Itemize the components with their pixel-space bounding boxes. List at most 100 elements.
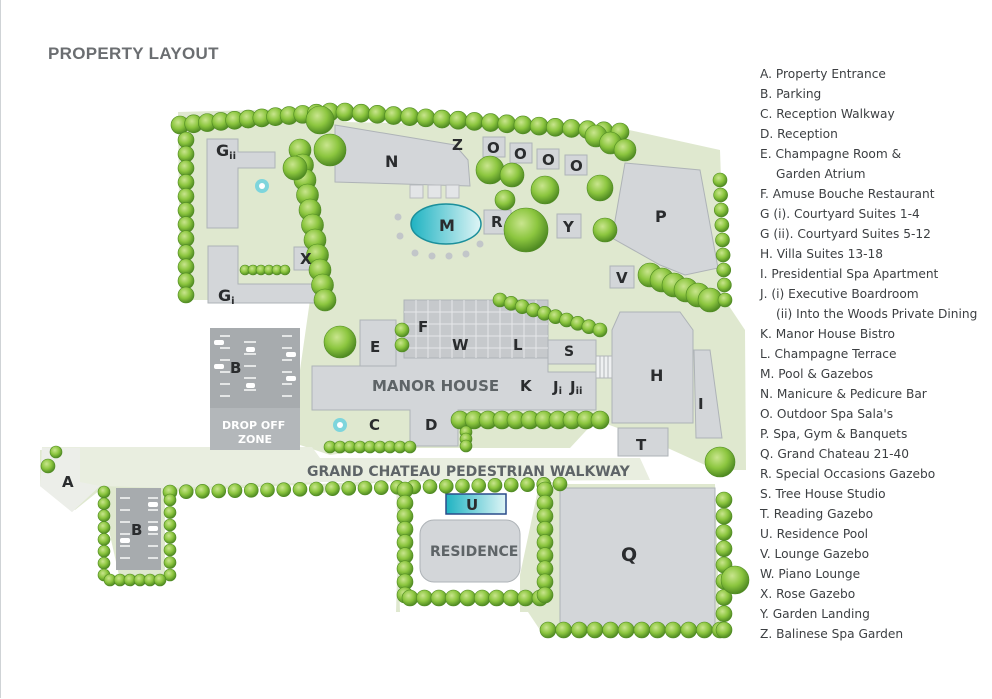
tree-icon — [177, 145, 195, 163]
property-map: A B B C D E F Gii Gi H I Ji Jii K L M N … — [40, 102, 750, 639]
legend-item-y: Y. Garden Landing — [760, 607, 870, 621]
tree-icon — [704, 446, 736, 478]
tree-icon — [292, 482, 308, 497]
label-a: A — [62, 473, 74, 491]
legend-item-h: H. Villa Suites 13-18 — [760, 247, 884, 261]
building-s — [547, 339, 597, 365]
tree-icon — [503, 477, 519, 493]
page-title: PROPERTY LAYOUT — [48, 44, 219, 63]
pool-gazebo-icon — [409, 184, 460, 199]
label-walkway: GRAND CHATEAU PEDESTRIAN WALKWAY — [307, 464, 631, 480]
tree-icon — [459, 439, 473, 453]
building-residence — [419, 519, 521, 583]
tree-icon — [696, 621, 713, 639]
pool-icon — [410, 203, 482, 245]
label-q: Q — [621, 544, 637, 566]
tree-icon — [497, 114, 517, 134]
tree-icon — [715, 621, 733, 639]
legend-item-i: I. Presidential Spa Apartment — [760, 267, 939, 281]
legend-item-q: Q. Grand Chateau 21-40 — [760, 447, 910, 461]
legend-item-r: R. Special Occasions Gazebo — [760, 467, 936, 481]
tree-icon — [517, 589, 534, 607]
tree-icon — [97, 485, 111, 499]
tree-icon — [401, 589, 419, 607]
tree-icon — [430, 589, 448, 607]
fountain-icon — [259, 183, 265, 189]
tree-icon — [211, 483, 227, 499]
tree-icon — [313, 133, 347, 167]
tree-icon — [97, 533, 111, 546]
tree-icon — [552, 476, 568, 492]
map-legend: A. Property Entrance B. Parking C. Recep… — [760, 64, 977, 644]
tree-icon — [177, 244, 195, 262]
legend-item-j: J. (i) Executive Boardroom — [760, 287, 919, 301]
tree-icon — [351, 103, 371, 123]
tree-icon — [513, 115, 533, 135]
label-y: Y — [562, 218, 575, 236]
tree-icon — [448, 110, 468, 130]
tree-icon — [592, 322, 608, 338]
tree-icon — [529, 116, 549, 136]
legend-item-s: S. Tree House Studio — [760, 487, 886, 501]
tree-icon — [308, 481, 324, 497]
label-x: X — [300, 250, 312, 268]
label-t: T — [636, 436, 647, 454]
legend-item-a: A. Property Entrance — [760, 67, 886, 81]
tree-icon — [305, 105, 335, 135]
tree-icon — [715, 491, 733, 509]
tree-icon — [177, 159, 195, 177]
tree-icon — [227, 483, 243, 498]
tree-icon — [602, 621, 619, 639]
tree-icon — [163, 506, 177, 519]
label-manor-house: MANOR HOUSE — [372, 377, 499, 395]
label-v: V — [616, 269, 628, 287]
legend-item-g-i: G (i). Courtyard Suites 1-4 — [760, 207, 920, 221]
tree-icon — [403, 440, 417, 454]
legend-item-x: X. Rose Gazebo — [760, 587, 856, 601]
legend-item-t: T. Reading Gazebo — [760, 507, 874, 521]
legend-item-c: C. Reception Walkway — [760, 107, 895, 121]
tree-icon — [720, 565, 750, 595]
tree-icon — [177, 188, 195, 205]
tree-icon — [503, 207, 549, 253]
tree-icon — [177, 173, 195, 191]
tree-icon — [465, 112, 484, 131]
tree-icon — [530, 175, 560, 205]
tree-icon — [649, 621, 666, 639]
tree-icon — [716, 262, 732, 278]
tree-icon — [313, 288, 337, 312]
tree-icon — [341, 481, 357, 496]
building-y — [556, 213, 582, 239]
legend-item-z: Z. Balinese Spa Garden — [760, 627, 904, 641]
label-g-i: Gi — [218, 286, 235, 307]
tree-icon — [570, 621, 588, 639]
tree-icon — [633, 621, 651, 639]
tree-icon — [715, 524, 733, 541]
label-i: I — [698, 395, 704, 413]
label-g-ii: Gii — [216, 141, 236, 162]
tree-icon — [97, 509, 111, 523]
label-w: W — [452, 336, 469, 354]
legend-item-m: M. Pool & Gazebos — [760, 367, 874, 381]
pool-loungers — [394, 213, 484, 260]
legend-item-p: P. Spa, Gym & Banquets — [760, 427, 908, 441]
map-labels: A B B C D E F Gii Gi H I Ji Jii K L M N … — [62, 136, 704, 566]
tree-icon — [590, 410, 610, 430]
label-b-lower: B — [131, 521, 142, 539]
label-drop-off-zone: ZONE — [238, 433, 272, 446]
tree-icon — [97, 544, 111, 558]
tree-icon — [276, 482, 292, 497]
tree-icon — [394, 337, 410, 353]
building-q — [559, 487, 716, 629]
legend-item-d: D. Reception — [760, 127, 838, 141]
tree-icon — [177, 286, 195, 304]
tree-icon — [373, 480, 389, 495]
label-r: R — [491, 213, 503, 231]
tree-icon — [715, 540, 733, 558]
tree-icon — [617, 621, 635, 639]
label-c: C — [369, 416, 380, 434]
tree-icon — [163, 556, 177, 569]
tree-icon — [325, 481, 340, 496]
tree-icon — [717, 277, 732, 293]
tree-icon — [562, 119, 581, 138]
